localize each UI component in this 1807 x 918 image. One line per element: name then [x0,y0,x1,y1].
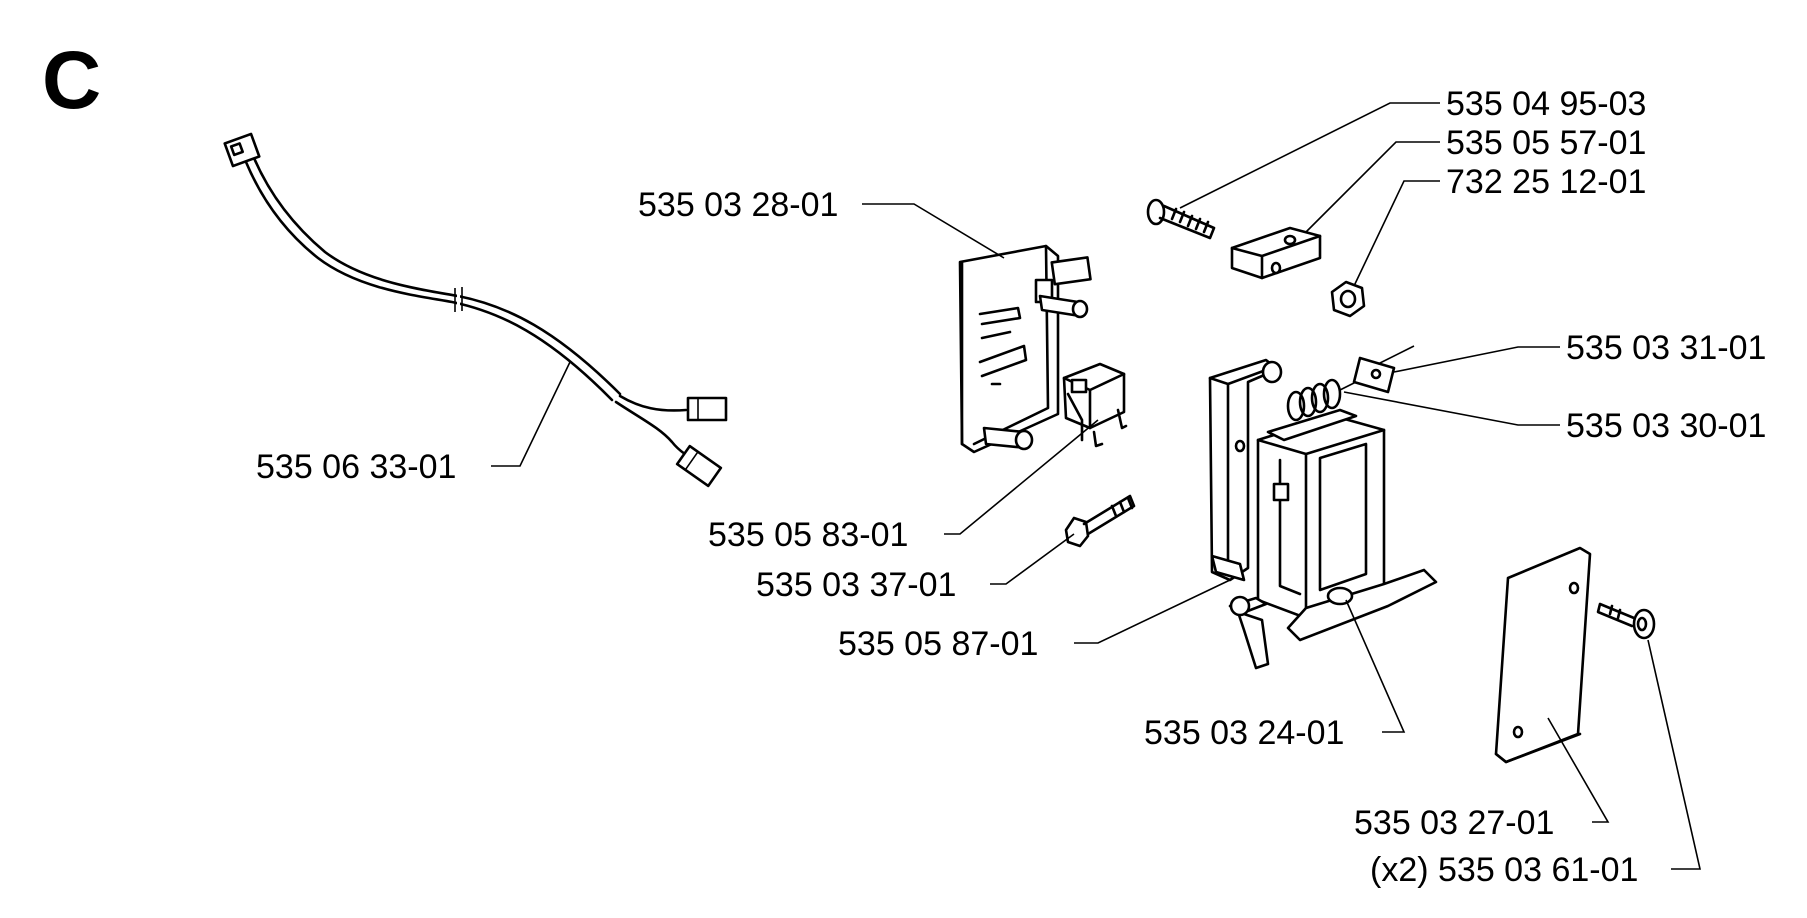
part-label: 535 05 87-01 [838,625,1038,663]
part-label: 535 06 33-01 [256,448,456,486]
micro-switch-part [1062,362,1128,448]
part-label: 535 03 31-01 [1566,329,1766,367]
part-number-labels: 535 04 95-03 535 05 57-01 732 25 12-01 5… [256,85,1766,889]
housing-part [1228,408,1438,670]
part-label: 535 03 24-01 [1144,714,1344,752]
spring-part [1286,378,1357,422]
nut-part [1330,280,1366,318]
part-label: 535 03 28-01 [638,186,838,224]
lever-part [1208,358,1283,582]
part-label: 535 04 95-03 [1446,85,1646,123]
part-label: 535 03 30-01 [1566,407,1766,445]
back-plate-part [958,244,1092,454]
wiring-harness-part [223,132,728,488]
screw-part-top [1146,198,1216,240]
part-label: 535 05 57-01 [1446,124,1646,162]
part-label: 535 05 83-01 [708,516,908,554]
small-plate-part [1352,345,1415,394]
leader-lines [491,102,1702,870]
screw-part-cover [1596,602,1656,640]
cover-plate-part [1494,546,1592,764]
part-label: 535 03 37-01 [756,566,956,604]
screw-part-middle [1064,494,1136,548]
part-label: 535 03 27-01 [1354,804,1554,842]
bracket-part [1230,226,1322,280]
part-label: 732 25 12-01 [1446,163,1646,201]
part-label: (x2) 535 03 61-01 [1370,851,1638,889]
section-letter: C [42,35,101,126]
